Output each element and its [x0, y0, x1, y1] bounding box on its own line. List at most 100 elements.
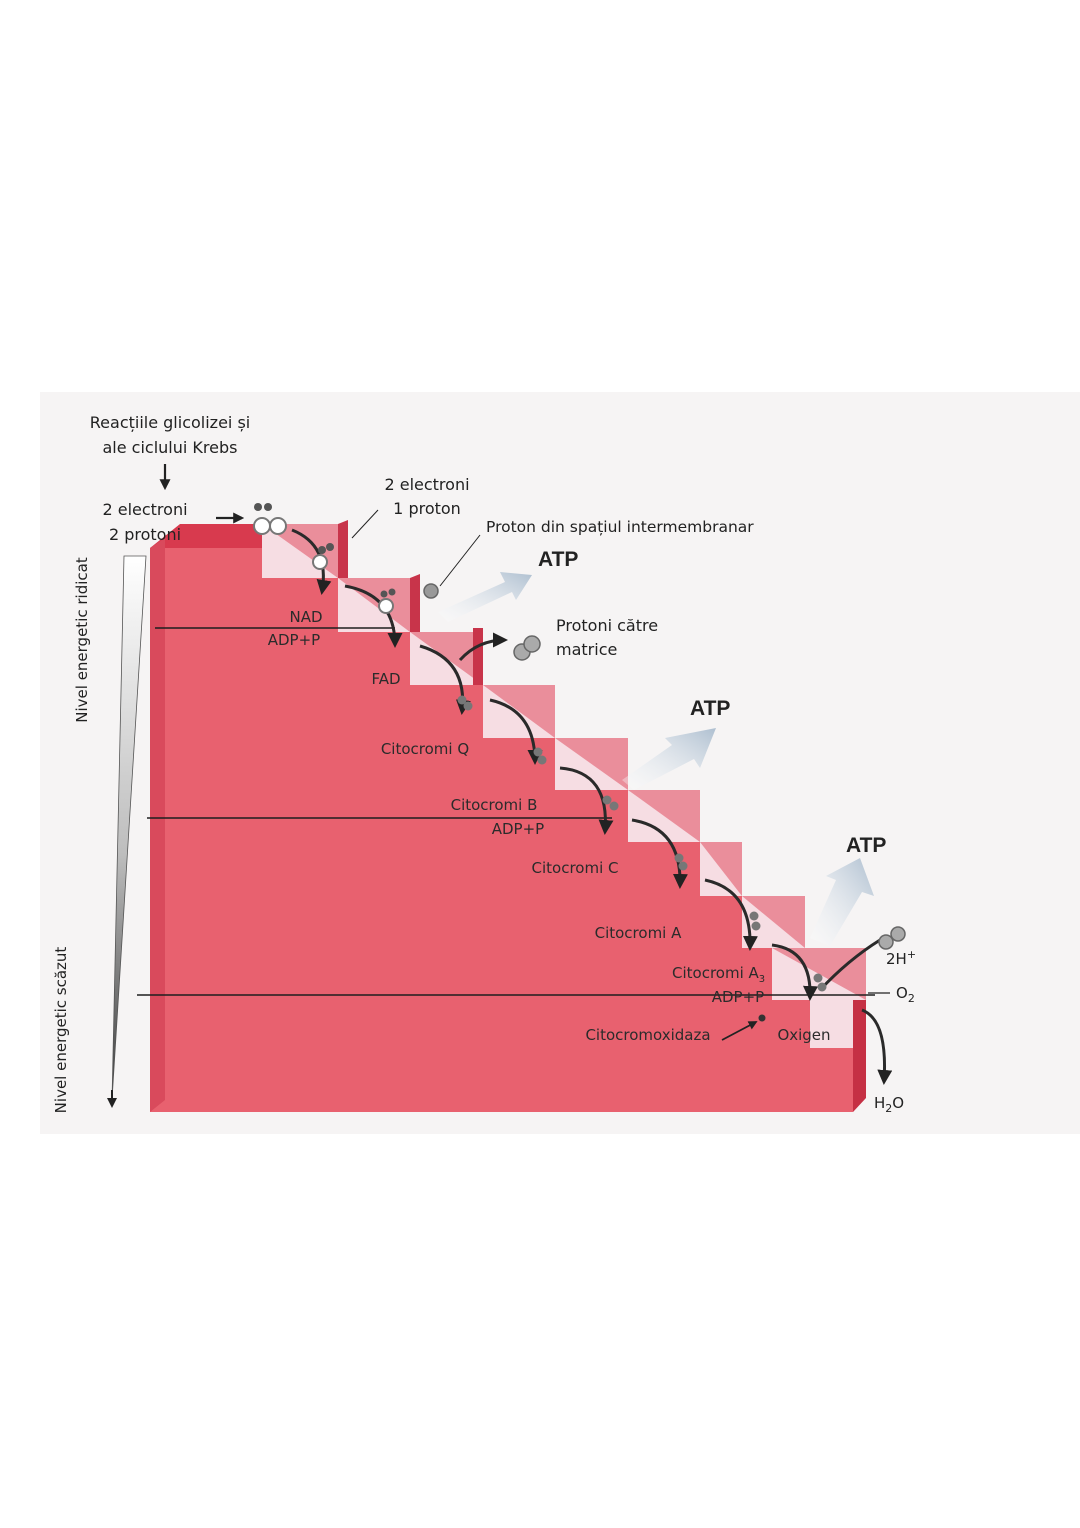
electron-dot — [813, 973, 823, 983]
electron-dot — [380, 590, 388, 598]
second-input-line1: 2 electroni — [384, 475, 469, 494]
oxidase-arrow — [721, 1021, 758, 1041]
label-nad: NAD — [289, 608, 322, 626]
flow-arrow-6 — [631, 818, 688, 889]
output-h2o: H2O — [874, 1094, 904, 1115]
label-adp-3: ADP+P — [712, 988, 764, 1006]
staircase-top — [150, 524, 262, 548]
label-citocromoxidaza: Citocromoxidaza — [585, 1026, 710, 1044]
second-input-pointer — [351, 509, 379, 539]
label-citocromi-b: Citocromi B — [451, 796, 538, 814]
label-citocromi-a3: Citocromi A3 — [672, 964, 765, 985]
atp-arrows: ATP ATP ATP — [438, 548, 886, 946]
step-8-tread — [742, 896, 805, 948]
axis-label-low: Nivel energetic scăzut — [52, 947, 70, 1114]
proton-circle — [312, 554, 328, 570]
matrix-protons-line1: Protoni către — [556, 616, 658, 635]
flow-arrow-1 — [291, 528, 332, 595]
electron-dot — [609, 801, 619, 811]
output-o2-main: O — [896, 984, 908, 1002]
output-o2-sub: 2 — [908, 992, 915, 1005]
steps — [262, 520, 866, 1048]
output-h-plus-sup: + — [907, 948, 916, 961]
label-adp-2: ADP+P — [492, 820, 544, 838]
label-citocromi-a3-sub: 3 — [759, 974, 765, 985]
step-9-low — [810, 1000, 853, 1048]
electron-dot — [264, 503, 272, 511]
output-h2o-o: O — [892, 1094, 904, 1112]
label-citocromi-c: Citocromi C — [532, 859, 619, 877]
hydrogen-proton — [878, 934, 894, 950]
label-adp-1: ADP+P — [268, 631, 320, 649]
output-h2o-h: H — [874, 1094, 885, 1112]
electron-dot — [674, 853, 684, 863]
electron-dot — [318, 546, 326, 554]
output-h-plus-main: 2H — [886, 950, 907, 968]
axis-label-high: Nivel energetic ridicat — [73, 557, 91, 723]
atp-arrow-1 — [438, 572, 532, 622]
energy-gradient-bar — [111, 555, 147, 1101]
step-2-edge — [410, 574, 420, 632]
label-citocromi-q: Citocromi Q — [381, 740, 469, 758]
level-lines — [137, 627, 875, 996]
electron-dot — [254, 503, 262, 511]
intermembrane-proton-label: Proton din spațiul intermembranar — [486, 518, 754, 536]
staircase-left-edge — [150, 538, 165, 1112]
energy-axis: Nivel energetic ridicat Nivel energetic … — [52, 555, 147, 1114]
step-6-tread — [628, 790, 700, 842]
step-5-tread — [555, 738, 628, 790]
electron-dot — [326, 543, 334, 551]
electron-dot — [457, 695, 467, 705]
oxidase-dot — [758, 1014, 766, 1022]
step-3-edge — [473, 628, 483, 685]
atp-label-1: ATP — [538, 548, 578, 571]
label-citocromi-a3-main: Citocromi A — [672, 964, 760, 982]
flow-arrow-7 — [704, 878, 758, 951]
step-labels: NAD ADP+P FAD Citocromi Q Citocromi B AD… — [268, 608, 831, 1044]
proton-circle — [378, 598, 394, 614]
electron-dot — [817, 982, 827, 992]
particles — [253, 503, 906, 1022]
electron-dot — [602, 795, 612, 805]
label-citocromi-a: Citocromi A — [595, 924, 683, 942]
flow-arrow-5 — [559, 766, 614, 835]
electron-dot — [463, 701, 473, 711]
source-label-line2: ale ciclului Krebs — [103, 438, 238, 457]
atp-arrow-3 — [810, 858, 874, 946]
proton-circle — [253, 517, 271, 535]
staircase-front — [150, 548, 853, 1112]
step-7-tread — [700, 842, 742, 896]
electron-dot — [537, 755, 547, 765]
input-label-line2: 2 protoni — [109, 525, 181, 544]
output-h-plus: 2H+ — [886, 948, 916, 968]
staircase — [150, 524, 866, 1112]
atp-label-2: ATP — [690, 697, 730, 720]
atp-arrow-2 — [622, 728, 716, 790]
electron-dot — [749, 911, 759, 921]
input-label-line1: 2 electroni — [102, 500, 187, 519]
intermembrane-pointer — [439, 534, 481, 587]
label-oxigen: Oxigen — [777, 1026, 830, 1044]
step-1-edge — [338, 520, 348, 578]
electron-dot — [751, 921, 761, 931]
hydrogen-proton — [890, 926, 906, 942]
outputs: 2H+ O2 H2O — [868, 948, 916, 1115]
electron-dot — [533, 747, 543, 757]
atp-label-3: ATP — [846, 834, 886, 857]
output-h2o-sub: 2 — [885, 1102, 892, 1115]
staircase-side — [853, 990, 866, 1112]
proton-circle — [269, 517, 287, 535]
flow-arrow-water — [861, 1008, 893, 1085]
source-label-line1: Reacțiile glicolizei și — [90, 413, 250, 432]
intermembrane-proton — [423, 583, 439, 599]
electron-dot — [388, 588, 396, 596]
label-fad: FAD — [371, 670, 400, 688]
matrix-protons-line2: matrice — [556, 640, 617, 659]
second-input-line2: 1 proton — [393, 499, 461, 518]
electron-dot — [678, 861, 688, 871]
step-4-tread — [483, 685, 555, 738]
flow-arrow-8 — [771, 943, 818, 1001]
output-o2: O2 — [896, 984, 915, 1005]
matrix-proton — [523, 635, 541, 653]
